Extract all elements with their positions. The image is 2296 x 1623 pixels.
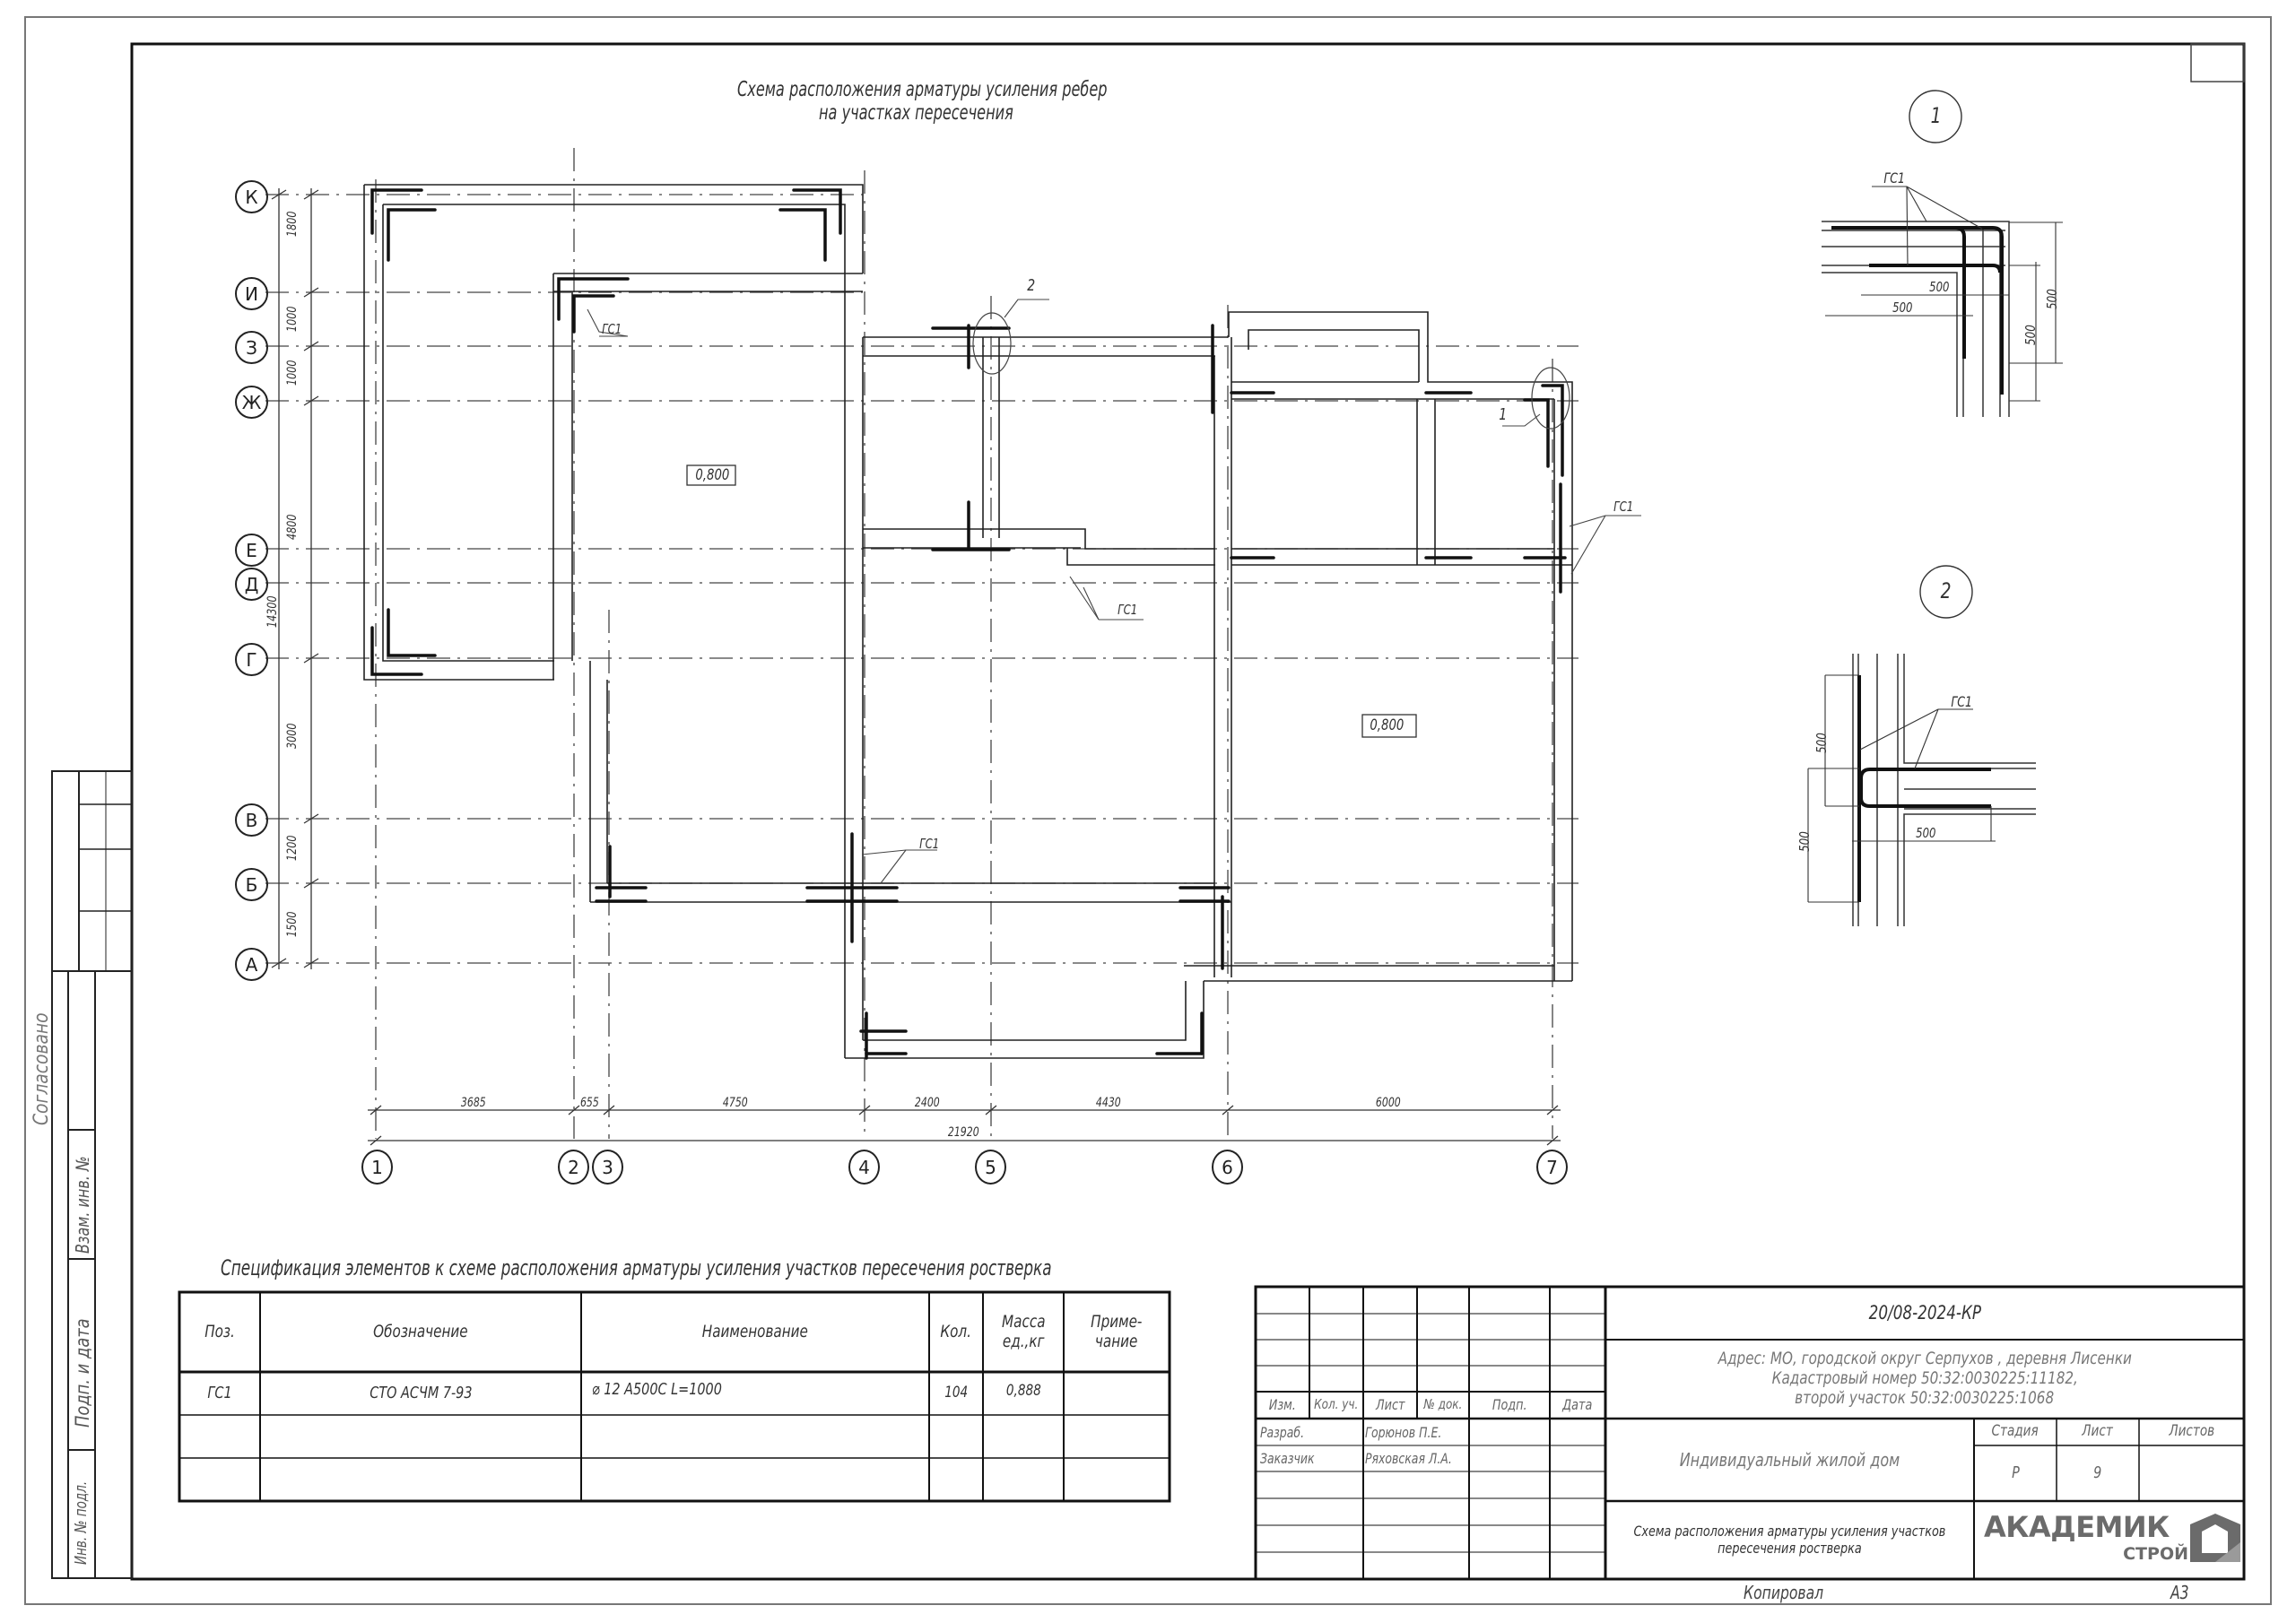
stage-header: Стадия	[1991, 1422, 2039, 1441]
col-dim: 2400	[914, 1096, 940, 1110]
axis-marker-col: 7	[1536, 1150, 1568, 1185]
callout-node1: 1	[1499, 405, 1508, 424]
role-customer: Заказчик	[1260, 1450, 1315, 1467]
rebar-label: ГС1	[1118, 602, 1138, 618]
detail2-number: 2	[1940, 578, 1952, 603]
sheet-header: Лист	[2082, 1422, 2114, 1441]
axis-marker-row: К	[235, 180, 268, 213]
drawing-title-line1: Схема расположения арматуры усиления реб…	[737, 78, 1108, 101]
axis-marker-row: Ж	[235, 386, 268, 419]
col-kol-uch: Кол. уч.	[1314, 1396, 1359, 1413]
spec-cell-mass: 0,888	[1005, 1382, 1041, 1401]
axis-marker-row: Е	[235, 534, 268, 567]
col-dim: 4750	[722, 1096, 748, 1110]
format-label: А3	[2170, 1582, 2189, 1603]
elevation-label: 0,800	[1370, 716, 1405, 734]
axis-marker-row: А	[235, 948, 268, 981]
stamp-podp-data: Подп. и дата	[72, 1318, 93, 1428]
detail1-dim: 500	[2022, 325, 2039, 345]
detail1-dim: 500	[2044, 289, 2060, 309]
col-data: Дата	[1562, 1395, 1593, 1413]
logo-main-text: АКАДЕМИК	[1984, 1510, 2170, 1544]
row-dim-total: 14300	[265, 595, 280, 628]
sheets-value	[2139, 1445, 2244, 1501]
axis-marker-row: В	[235, 803, 268, 837]
spec-cell-note	[1064, 1372, 1170, 1415]
col-podp: Подп.	[1492, 1395, 1527, 1413]
spec-title: Спецификация элементов к схеме расположе…	[221, 1255, 1052, 1280]
role-developer-name: Горюнов П.Е.	[1365, 1424, 1442, 1441]
callout-node2: 2	[1027, 276, 1036, 295]
rebar-label: ГС1	[602, 321, 622, 337]
col-list: Лист	[1375, 1395, 1405, 1413]
stamp-agreed: Согласовано	[30, 1012, 53, 1125]
row-dim: 1200	[285, 835, 300, 861]
detail2-dim: 500	[1813, 733, 1830, 753]
elevation-label: 0,800	[695, 466, 730, 484]
col-n-dok: № док.	[1423, 1396, 1463, 1413]
axis-marker-col: 4	[848, 1150, 880, 1185]
row-dim: 4800	[285, 514, 300, 540]
col-dim-total: 21920	[947, 1125, 979, 1140]
spec-cell-pos: ГС1	[207, 1383, 232, 1402]
role-developer: Разраб.	[1260, 1424, 1305, 1441]
col-dim: 655	[579, 1096, 599, 1110]
row-dim: 3000	[285, 723, 300, 749]
detail2-dim: 500	[1796, 831, 1813, 852]
logo-sub-text: СТРОЙ	[2123, 1544, 2188, 1564]
detail1-rebar-label: ГС1	[1883, 169, 1905, 187]
stamp-vzam: Взам. инв. №	[72, 1156, 93, 1254]
col-izm: Изм.	[1268, 1395, 1297, 1413]
row-dim: 1500	[285, 911, 300, 937]
spec-header-mass: Масса ед.,кг	[1001, 1311, 1046, 1351]
axis-marker-col: 6	[1212, 1150, 1243, 1185]
address: Адрес: МО, городской округ Серпухов , де…	[1718, 1349, 2132, 1408]
spec-header-qty: Кол.	[940, 1321, 972, 1341]
axis-marker-row: Б	[235, 868, 268, 901]
sheets-header: Листов	[2169, 1422, 2214, 1441]
detail2-dim: 500	[1916, 825, 1936, 841]
sheet-title: Схема расположения арматуры усиления уча…	[1633, 1523, 1946, 1557]
copied-label: Копировал	[1744, 1582, 1824, 1603]
col-dim: 3685	[460, 1096, 486, 1110]
stage-value: Р	[2011, 1462, 2020, 1482]
spec-header-pos: Поз.	[204, 1321, 235, 1341]
axis-marker-col: 3	[592, 1150, 623, 1185]
spec-cell-designation: СТО АСЧМ 7-93	[369, 1383, 473, 1402]
detail2-rebar-label: ГС1	[1951, 693, 1972, 710]
row-dim: 1000	[285, 360, 300, 386]
logo-house-icon	[2190, 1514, 2240, 1562]
axis-marker-row: З	[235, 331, 268, 364]
row-dim: 1000	[285, 306, 300, 332]
detail1-dim: 500	[1929, 279, 1950, 295]
axis-marker-col: 2	[558, 1150, 589, 1185]
object-name: Индивидуальный жилой дом	[1679, 1448, 1900, 1471]
company-logo: АКАДЕМИК СТРОЙ	[1984, 1508, 2190, 1573]
spec-header-note: Приме- чание	[1091, 1311, 1143, 1351]
axis-marker-col: 5	[975, 1150, 1006, 1185]
axis-marker-row: Д	[235, 568, 268, 601]
spec-header-designation: Обозначение	[373, 1321, 468, 1341]
spec-cell-qty: 104	[944, 1384, 968, 1402]
drawing-title-line2: на участках пересечения	[819, 101, 1013, 125]
spec-header-name: Наименование	[701, 1321, 809, 1341]
axis-marker-row: Г	[235, 643, 268, 676]
rebar-label: ГС1	[1613, 499, 1634, 515]
col-dim: 6000	[1375, 1096, 1401, 1110]
axis-marker-row: И	[235, 277, 268, 310]
rebar-label: ГС1	[919, 836, 940, 852]
col-dim: 4430	[1095, 1096, 1121, 1110]
row-dim: 1800	[285, 211, 300, 237]
document-code: 20/08-2024-КР	[1868, 1302, 1981, 1324]
detail1-dim: 500	[1892, 299, 1913, 316]
spec-cell-name: ⌀ 12 А500С L=1000	[592, 1379, 722, 1399]
role-customer-name: Ряховская Л.А.	[1365, 1450, 1452, 1467]
sheet-value: 9	[2093, 1462, 2102, 1482]
stamp-inv-podl: Инв. № подл.	[72, 1480, 91, 1565]
detail1-number: 1	[1930, 103, 1942, 128]
axis-marker-col: 1	[361, 1150, 393, 1185]
